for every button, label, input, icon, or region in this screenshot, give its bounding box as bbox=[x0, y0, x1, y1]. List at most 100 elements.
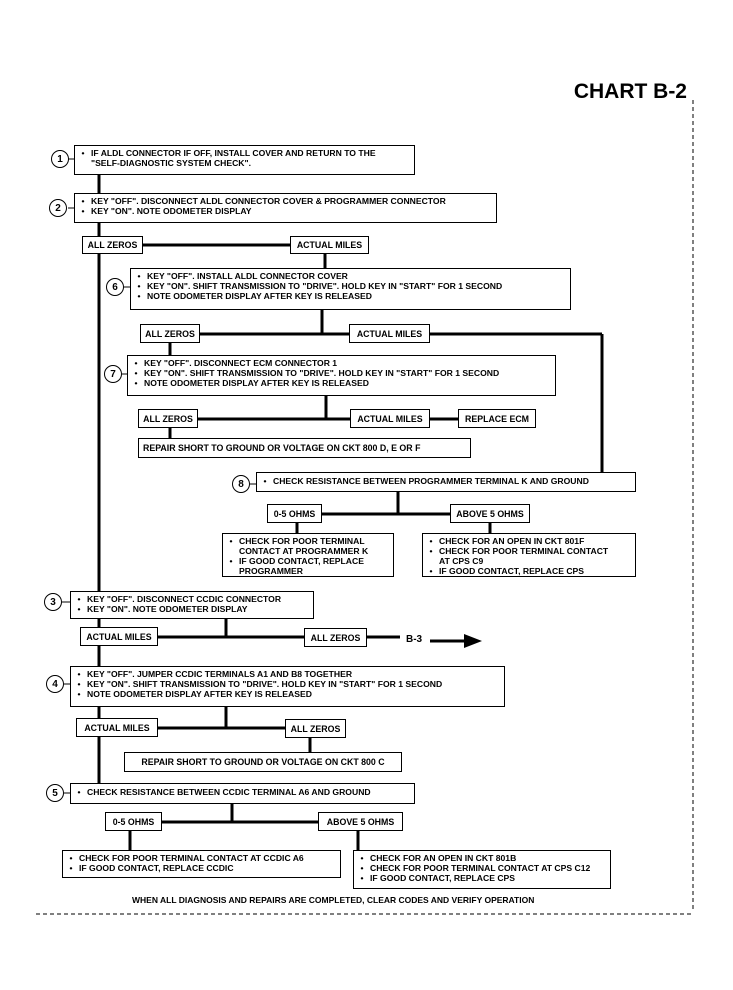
bullet-item: • KEY "ON". NOTE ODOMETER DISPLAY bbox=[75, 604, 309, 614]
bullet-item: • IF GOOD CONTACT, REPLACE CPS bbox=[427, 566, 631, 576]
bullet-item: • CHECK FOR POOR TERMINAL CONTACT AT PROG… bbox=[227, 536, 389, 556]
step-3-box: •KEY "OFF". DISCONNECT CCDIC CONNECTOR•K… bbox=[70, 591, 314, 619]
bullet-icon: • bbox=[81, 196, 85, 206]
bullet-item: •IF ALDL CONNECTOR IF OFF, INSTALL COVER… bbox=[79, 148, 410, 168]
step-5-number: 5 bbox=[46, 784, 64, 802]
bullet-icon: • bbox=[429, 546, 433, 556]
bullet-icon: • bbox=[360, 873, 364, 883]
bullet-text: KEY "OFF". JUMPER CCDIC TERMINALS A1 AND… bbox=[87, 669, 353, 679]
step-1-number: 1 bbox=[51, 150, 69, 168]
step-6-all-zeros-label: ALL ZEROS bbox=[140, 324, 200, 343]
step-4-box: • KEY "OFF". JUMPER CCDIC TERMINALS A1 AN… bbox=[70, 666, 505, 707]
bullet-text: KEY "ON". NOTE ODOMETER DISPLAY bbox=[91, 206, 252, 216]
bullet-item: •KEY "OFF". JUMPER CCDIC TERMINALS A1 AN… bbox=[75, 669, 500, 679]
step-5-low-ohms-label: 0-5 OHMS bbox=[105, 812, 162, 831]
step-2-all-zeros-label: ALL ZEROS bbox=[82, 236, 143, 254]
bullet-text: NOTE ODOMETER DISPLAY AFTER KEY IS RELEA… bbox=[87, 689, 312, 699]
bullet-item: • KEY "OFF". DISCONNECT ECM CONNECTOR 1 bbox=[132, 358, 551, 368]
footer-note: WHEN ALL DIAGNOSIS AND REPAIRS ARE COMPL… bbox=[132, 895, 535, 905]
bullet-icon: • bbox=[134, 368, 138, 378]
step-6-number: 6 bbox=[106, 278, 124, 296]
bullet-text: CHECK FOR AN OPEN IN CKT 801B bbox=[370, 853, 517, 863]
step-6-box: •KEY "OFF". INSTALL ALDL CONNECTOR COVER… bbox=[130, 268, 571, 310]
bullet-item: •CHECK RESISTANCE BETWEEN CCDIC TERMINAL… bbox=[75, 787, 410, 797]
bullet-text: IF GOOD CONTACT, REPLACE PROGRAMMER bbox=[239, 556, 364, 576]
step-3-number: 3 bbox=[44, 593, 62, 611]
bullet-item: • IF GOOD CONTACT, REPLACE CPS bbox=[358, 873, 606, 883]
bullet-icon: • bbox=[360, 853, 364, 863]
step-7-box: • KEY "OFF". DISCONNECT ECM CONNECTOR 1 • K… bbox=[127, 355, 556, 396]
chart-title: CHART B-2 bbox=[573, 80, 687, 103]
bullet-item: •CHECK FOR POOR TERMINAL CONTACT AT CPS … bbox=[358, 863, 606, 873]
bullet-text: CHECK FOR POOR TERMINAL CONTACT AT CPS C… bbox=[439, 546, 609, 566]
step-8-box: •CHECK RESISTANCE BETWEEN PROGRAMMER TER… bbox=[256, 472, 636, 492]
bullet-icon: • bbox=[229, 536, 233, 546]
step-7-all-zeros-label: ALL ZEROS bbox=[138, 409, 198, 428]
step-4-all-zeros-label: ALL ZEROS bbox=[285, 719, 346, 738]
bullet-text: KEY "OFF". DISCONNECT CCDIC CONNECTOR bbox=[87, 594, 282, 604]
step-4-number: 4 bbox=[46, 675, 64, 693]
bullet-text: CHECK FOR POOR TERMINAL CONTACT AT PROGR… bbox=[239, 536, 369, 556]
step-2-number: 2 bbox=[49, 199, 67, 217]
bullet-item: • KEY "ON". NOTE ODOMETER DISPLAY bbox=[79, 206, 492, 216]
replace-ecm-box: REPLACE ECM bbox=[458, 409, 536, 428]
bullet-text: KEY "ON". SHIFT TRANSMISSION TO "DRIVE".… bbox=[144, 368, 500, 378]
bullet-text: CHECK FOR POOR TERMINAL CONTACT AT CCDIC… bbox=[79, 853, 304, 863]
step-7-number: 7 bbox=[104, 365, 122, 383]
bullet-text: NOTE ODOMETER DISPLAY AFTER KEY IS RELEA… bbox=[147, 291, 372, 301]
bullet-text: CHECK FOR AN OPEN IN CKT 801F bbox=[439, 536, 585, 546]
step-8-high-action: • CHECK FOR AN OPEN IN CKT 801F • CHECK FOR… bbox=[422, 533, 636, 577]
bullet-item: • KEY "ON". SHIFT TRANSMISSION TO "DRIVE"… bbox=[132, 368, 551, 378]
bullet-item: • CHECK FOR POOR TERMINAL CONTACT AT CCDI… bbox=[67, 853, 336, 863]
bullet-item: • NOTE ODOMETER DISPLAY AFTER KEY IS RELE… bbox=[135, 291, 566, 301]
bullet-text: KEY "ON". SHIFT TRANSMISSION TO "DRIVE".… bbox=[147, 281, 503, 291]
bullet-text: IF ALDL CONNECTOR IF OFF, INSTALL COVER … bbox=[91, 148, 376, 168]
bullet-icon: • bbox=[137, 291, 141, 301]
bullet-item: • CHECK FOR POOR TERMINAL CONTACT AT CPS … bbox=[427, 546, 631, 566]
bullet-item: • IF GOOD CONTACT, REPLACE CCDIC bbox=[67, 863, 336, 873]
step-4-repair-box: REPAIR SHORT TO GROUND OR VOLTAGE ON CKT… bbox=[124, 752, 402, 772]
bullet-text: IF GOOD CONTACT, REPLACE CCDIC bbox=[79, 863, 234, 873]
step-7-actual-miles-label: ACTUAL MILES bbox=[350, 409, 430, 428]
step-2-box: • KEY "OFF". DISCONNECT ALDL CONNECTOR CO… bbox=[74, 193, 497, 223]
step-8-high-ohms-label: ABOVE 5 OHMS bbox=[450, 504, 530, 523]
step-6-actual-miles-label: ACTUAL MILES bbox=[349, 324, 430, 343]
step-2-actual-miles-label: ACTUAL MILES bbox=[290, 236, 369, 254]
step-5-low-action: • CHECK FOR POOR TERMINAL CONTACT AT CCDI… bbox=[62, 850, 341, 878]
step-1-box: •IF ALDL CONNECTOR IF OFF, INSTALL COVER… bbox=[74, 145, 415, 175]
bullet-icon: • bbox=[134, 358, 138, 368]
step-5-high-action: • CHECK FOR AN OPEN IN CKT 801B•CHECK FOR… bbox=[353, 850, 611, 889]
bullet-icon: • bbox=[137, 281, 141, 291]
bullet-item: •CHECK RESISTANCE BETWEEN PROGRAMMER TER… bbox=[261, 476, 631, 486]
bullet-icon: • bbox=[263, 476, 267, 486]
bullet-item: •KEY "OFF". INSTALL ALDL CONNECTOR COVER bbox=[135, 271, 566, 281]
step-8-number: 8 bbox=[232, 475, 250, 493]
bullet-text: IF GOOD CONTACT, REPLACE CPS bbox=[370, 873, 515, 883]
bullet-text: IF GOOD CONTACT, REPLACE CPS bbox=[439, 566, 584, 576]
bullet-icon: • bbox=[77, 679, 81, 689]
bullet-text: NOTE ODOMETER DISPLAY AFTER KEY IS RELEA… bbox=[144, 378, 369, 388]
bullet-text: KEY "ON". NOTE ODOMETER DISPLAY bbox=[87, 604, 248, 614]
step-8-low-ohms-label: 0-5 OHMS bbox=[267, 504, 322, 523]
bullet-icon: • bbox=[77, 689, 81, 699]
bullet-item: • NOTE ODOMETER DISPLAY AFTER KEY IS RELE… bbox=[132, 378, 551, 388]
goto-chart-b3: B-3 bbox=[406, 634, 423, 645]
bullet-text: CHECK RESISTANCE BETWEEN CCDIC TERMINAL … bbox=[87, 787, 371, 797]
step-3-actual-miles-label: ACTUAL MILES bbox=[80, 627, 158, 646]
bullet-text: KEY "ON". SHIFT TRANSMISSION TO "DRIVE".… bbox=[87, 679, 443, 689]
bullet-icon: • bbox=[77, 604, 81, 614]
bullet-icon: • bbox=[429, 566, 433, 576]
bullet-icon: • bbox=[229, 556, 233, 566]
bullet-text: KEY "OFF". DISCONNECT ALDL CONNECTOR COV… bbox=[91, 196, 446, 206]
bullet-icon: • bbox=[137, 271, 141, 281]
bullet-icon: • bbox=[69, 853, 73, 863]
bullet-text: KEY "OFF". DISCONNECT ECM CONNECTOR 1 bbox=[144, 358, 338, 368]
bullet-icon: • bbox=[134, 378, 138, 388]
bullet-icon: • bbox=[81, 206, 85, 216]
step-5-high-ohms-label: ABOVE 5 OHMS bbox=[318, 812, 403, 831]
bullet-item: • KEY "ON". SHIFT TRANSMISSION TO "DRIVE"… bbox=[75, 679, 500, 689]
bullet-icon: • bbox=[69, 863, 73, 873]
bullet-item: •KEY "OFF". DISCONNECT CCDIC CONNECTOR bbox=[75, 594, 309, 604]
bullet-item: • NOTE ODOMETER DISPLAY AFTER KEY IS RELE… bbox=[75, 689, 500, 699]
bullet-item: • KEY "ON". SHIFT TRANSMISSION TO "DRIVE"… bbox=[135, 281, 566, 291]
